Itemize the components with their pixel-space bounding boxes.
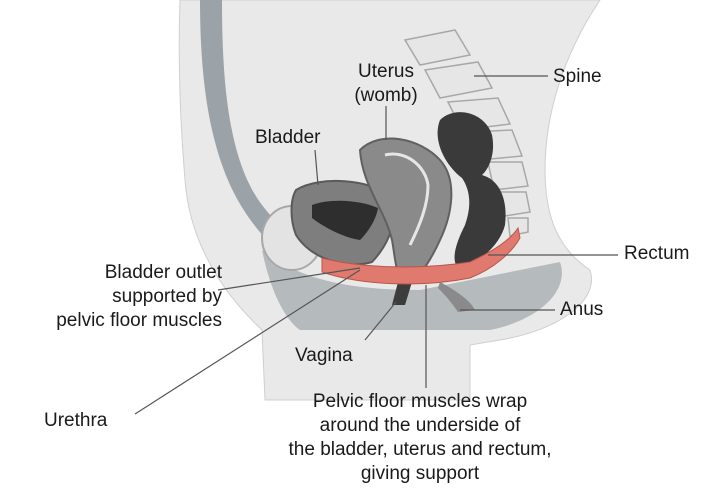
bladder-outlet-line3: pelvic floor muscles	[0, 309, 222, 333]
pelvic-floor-line4: giving support	[250, 462, 590, 486]
pelvic-floor-label: Pelvic floor muscles wrap around the und…	[250, 390, 590, 486]
urethra-label: Urethra	[44, 409, 107, 433]
bladder-outlet-line2: supported by	[0, 285, 222, 309]
bladder-outlet-line1: Bladder outlet	[0, 261, 222, 285]
rectum-label: Rectum	[624, 242, 689, 266]
pelvic-floor-line3: the bladder, uterus and rectum,	[250, 438, 590, 462]
bladder-outlet-label: Bladder outlet supported by pelvic floor…	[0, 261, 222, 333]
spine-label: Spine	[553, 65, 602, 89]
uterus-label: Uterus (womb)	[340, 60, 432, 108]
vagina-label: Vagina	[295, 344, 353, 368]
bladder-label: Bladder	[255, 126, 321, 150]
anus-label: Anus	[560, 298, 603, 322]
uterus-label-line1: Uterus	[340, 60, 432, 84]
pelvic-floor-line1: Pelvic floor muscles wrap	[250, 390, 590, 414]
uterus-label-line2: (womb)	[340, 84, 432, 108]
pelvic-floor-line2: around the underside of	[250, 414, 590, 438]
